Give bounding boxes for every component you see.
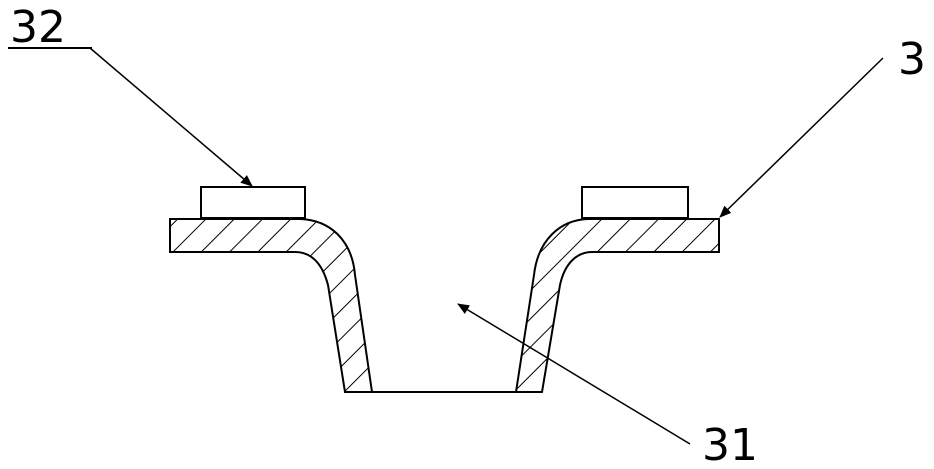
left-raised-block [200,186,306,219]
label-3: 3 [898,34,926,85]
right-hatched-section [514,218,720,393]
left-hatched-section [169,218,374,393]
leader-arrow-32 [89,47,253,187]
label-31: 31 [702,420,758,469]
leader-arrow-3 [719,57,884,218]
label-32: 32 [10,2,66,53]
leader-arrow-31 [457,303,691,445]
right-raised-block [581,186,689,219]
